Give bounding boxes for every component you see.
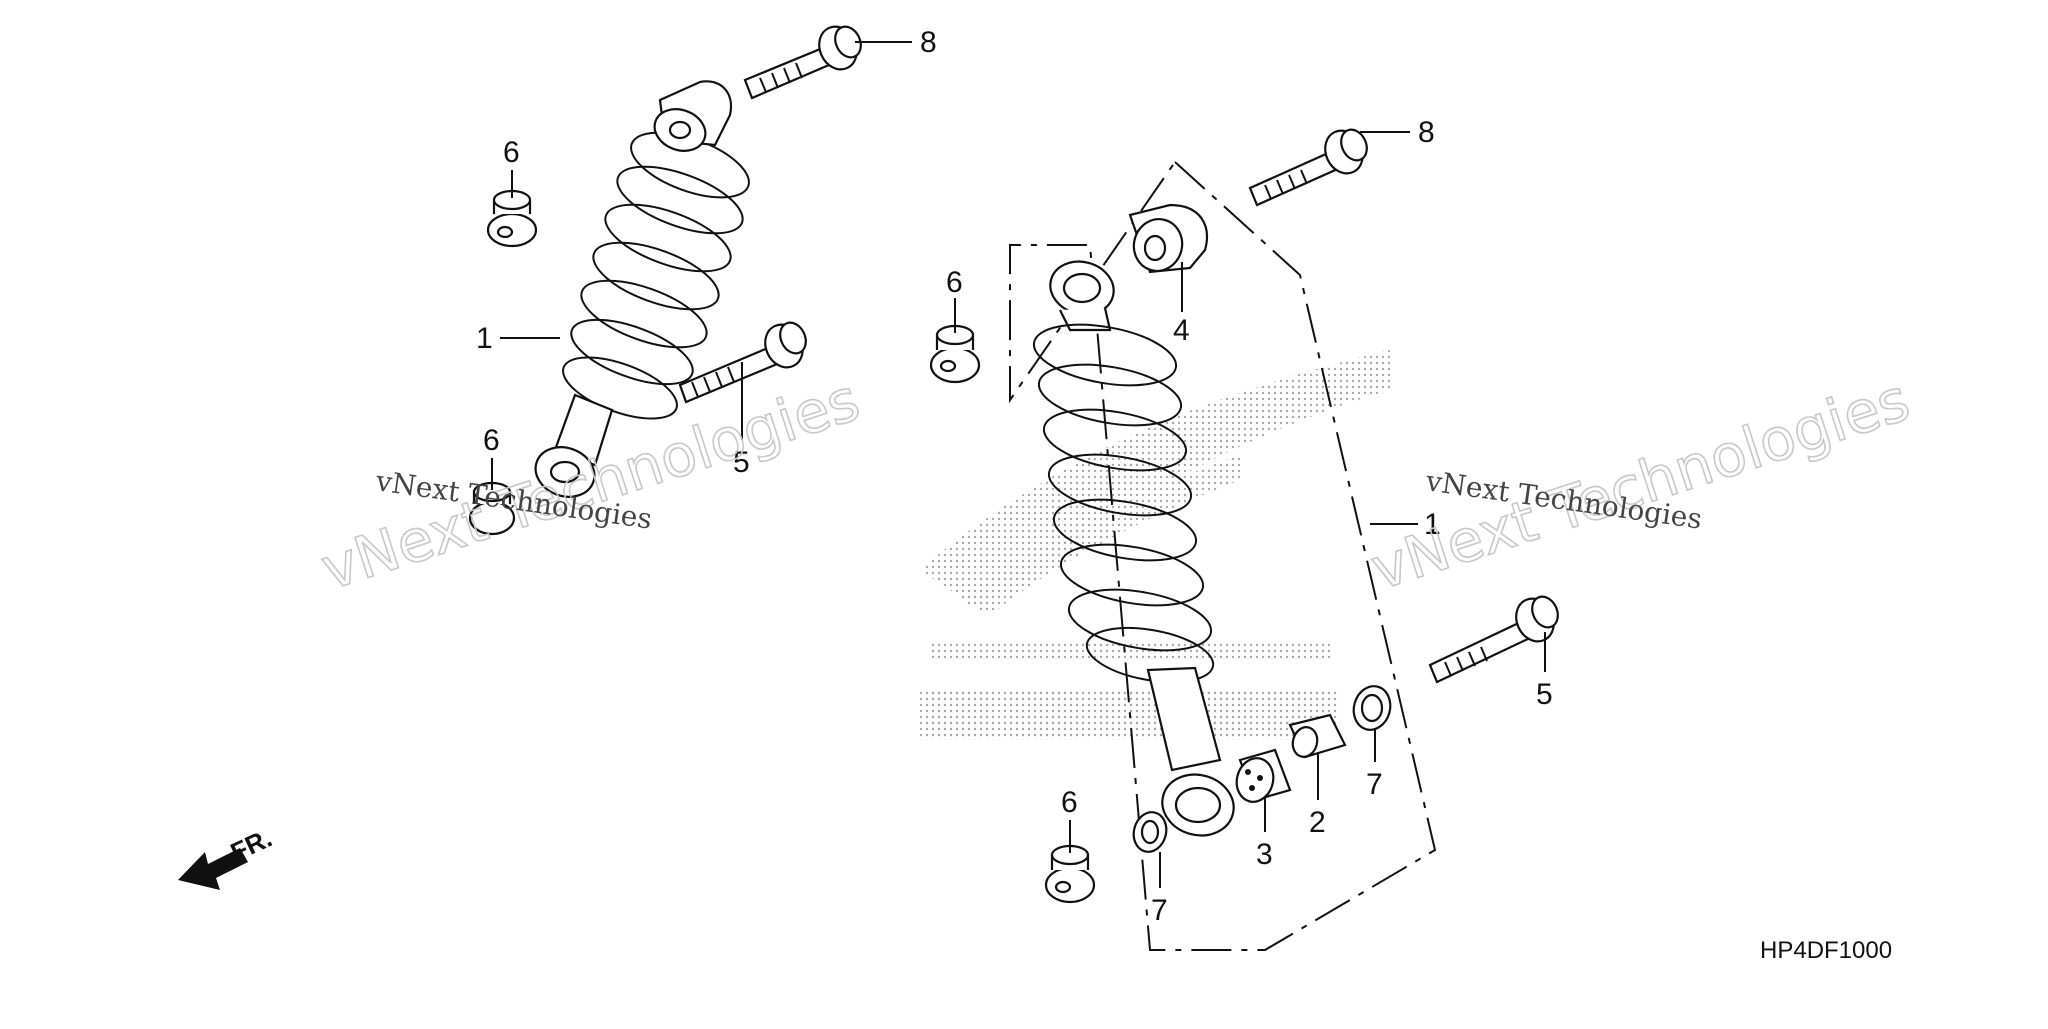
right-collar (1288, 713, 1347, 759)
callout-right-seal-left: 7 (1151, 894, 1168, 927)
left-flange-nut-bottom (468, 481, 516, 536)
honda-wing-logo-watermark (920, 350, 1390, 740)
diagram-code: HP4DF1000 (1760, 937, 1892, 964)
callout-right-nut-bottom: 6 (1061, 786, 1078, 819)
right-rubber-bushing-bottom (1235, 748, 1292, 803)
callout-left-nut-top: 6 (503, 136, 520, 169)
callout-right-bushing-bottom: 3 (1256, 838, 1273, 871)
right-shock-absorber (1032, 260, 1235, 837)
callout-right-nut-top: 6 (946, 266, 963, 299)
callout-right-seal-right: 7 (1366, 768, 1383, 801)
right-rubber-bushing-top (1128, 203, 1208, 274)
callout-right-collar: 2 (1309, 806, 1326, 839)
right-flange-bolt-bottom (1428, 595, 1559, 684)
left-flange-bolt-top (743, 25, 862, 100)
right-dust-seal-left (1132, 811, 1168, 853)
left-shock-absorber (534, 80, 750, 498)
right-flange-bolt-top (1248, 128, 1368, 207)
right-shock-lower-eye (1161, 773, 1235, 837)
watermark-right: vNext Technologies vNext Technologies (1363, 365, 1919, 604)
callout-left-bolt-bottom: 5 (733, 446, 750, 479)
front-arrow-icon (178, 848, 248, 890)
left-shock-upper-eye (653, 80, 733, 152)
right-dust-seal-right (1352, 685, 1392, 731)
left-flange-nut-top (486, 189, 538, 248)
left-shock-lower-eye (534, 446, 596, 498)
callout-left-nut-bottom: 6 (483, 424, 500, 457)
front-direction-indicator: FR. (178, 823, 277, 890)
right-flange-nut-bottom (1044, 844, 1096, 904)
left-flange-bolt-bottom (678, 321, 807, 404)
callout-right-bolt-top: 8 (1418, 116, 1435, 149)
assembly-dashed-outline (1009, 160, 1437, 951)
right-shock-spring (1032, 323, 1215, 684)
leader-lines (491, 41, 1546, 888)
callout-left-bolt-top: 8 (920, 26, 937, 59)
callout-right-shock: 1 (1424, 508, 1441, 541)
right-flange-nut-top (929, 324, 981, 384)
callout-left-shock: 1 (476, 322, 493, 355)
callout-right-bushing-top: 4 (1173, 314, 1190, 347)
callout-numbers: 8 6 1 6 5 8 6 4 1 5 7 2 3 6 7 (476, 26, 1553, 927)
right-shock-upper-eye (1049, 260, 1115, 332)
callout-right-bolt-bottom: 5 (1536, 678, 1553, 711)
right-shock-body (1146, 666, 1222, 772)
